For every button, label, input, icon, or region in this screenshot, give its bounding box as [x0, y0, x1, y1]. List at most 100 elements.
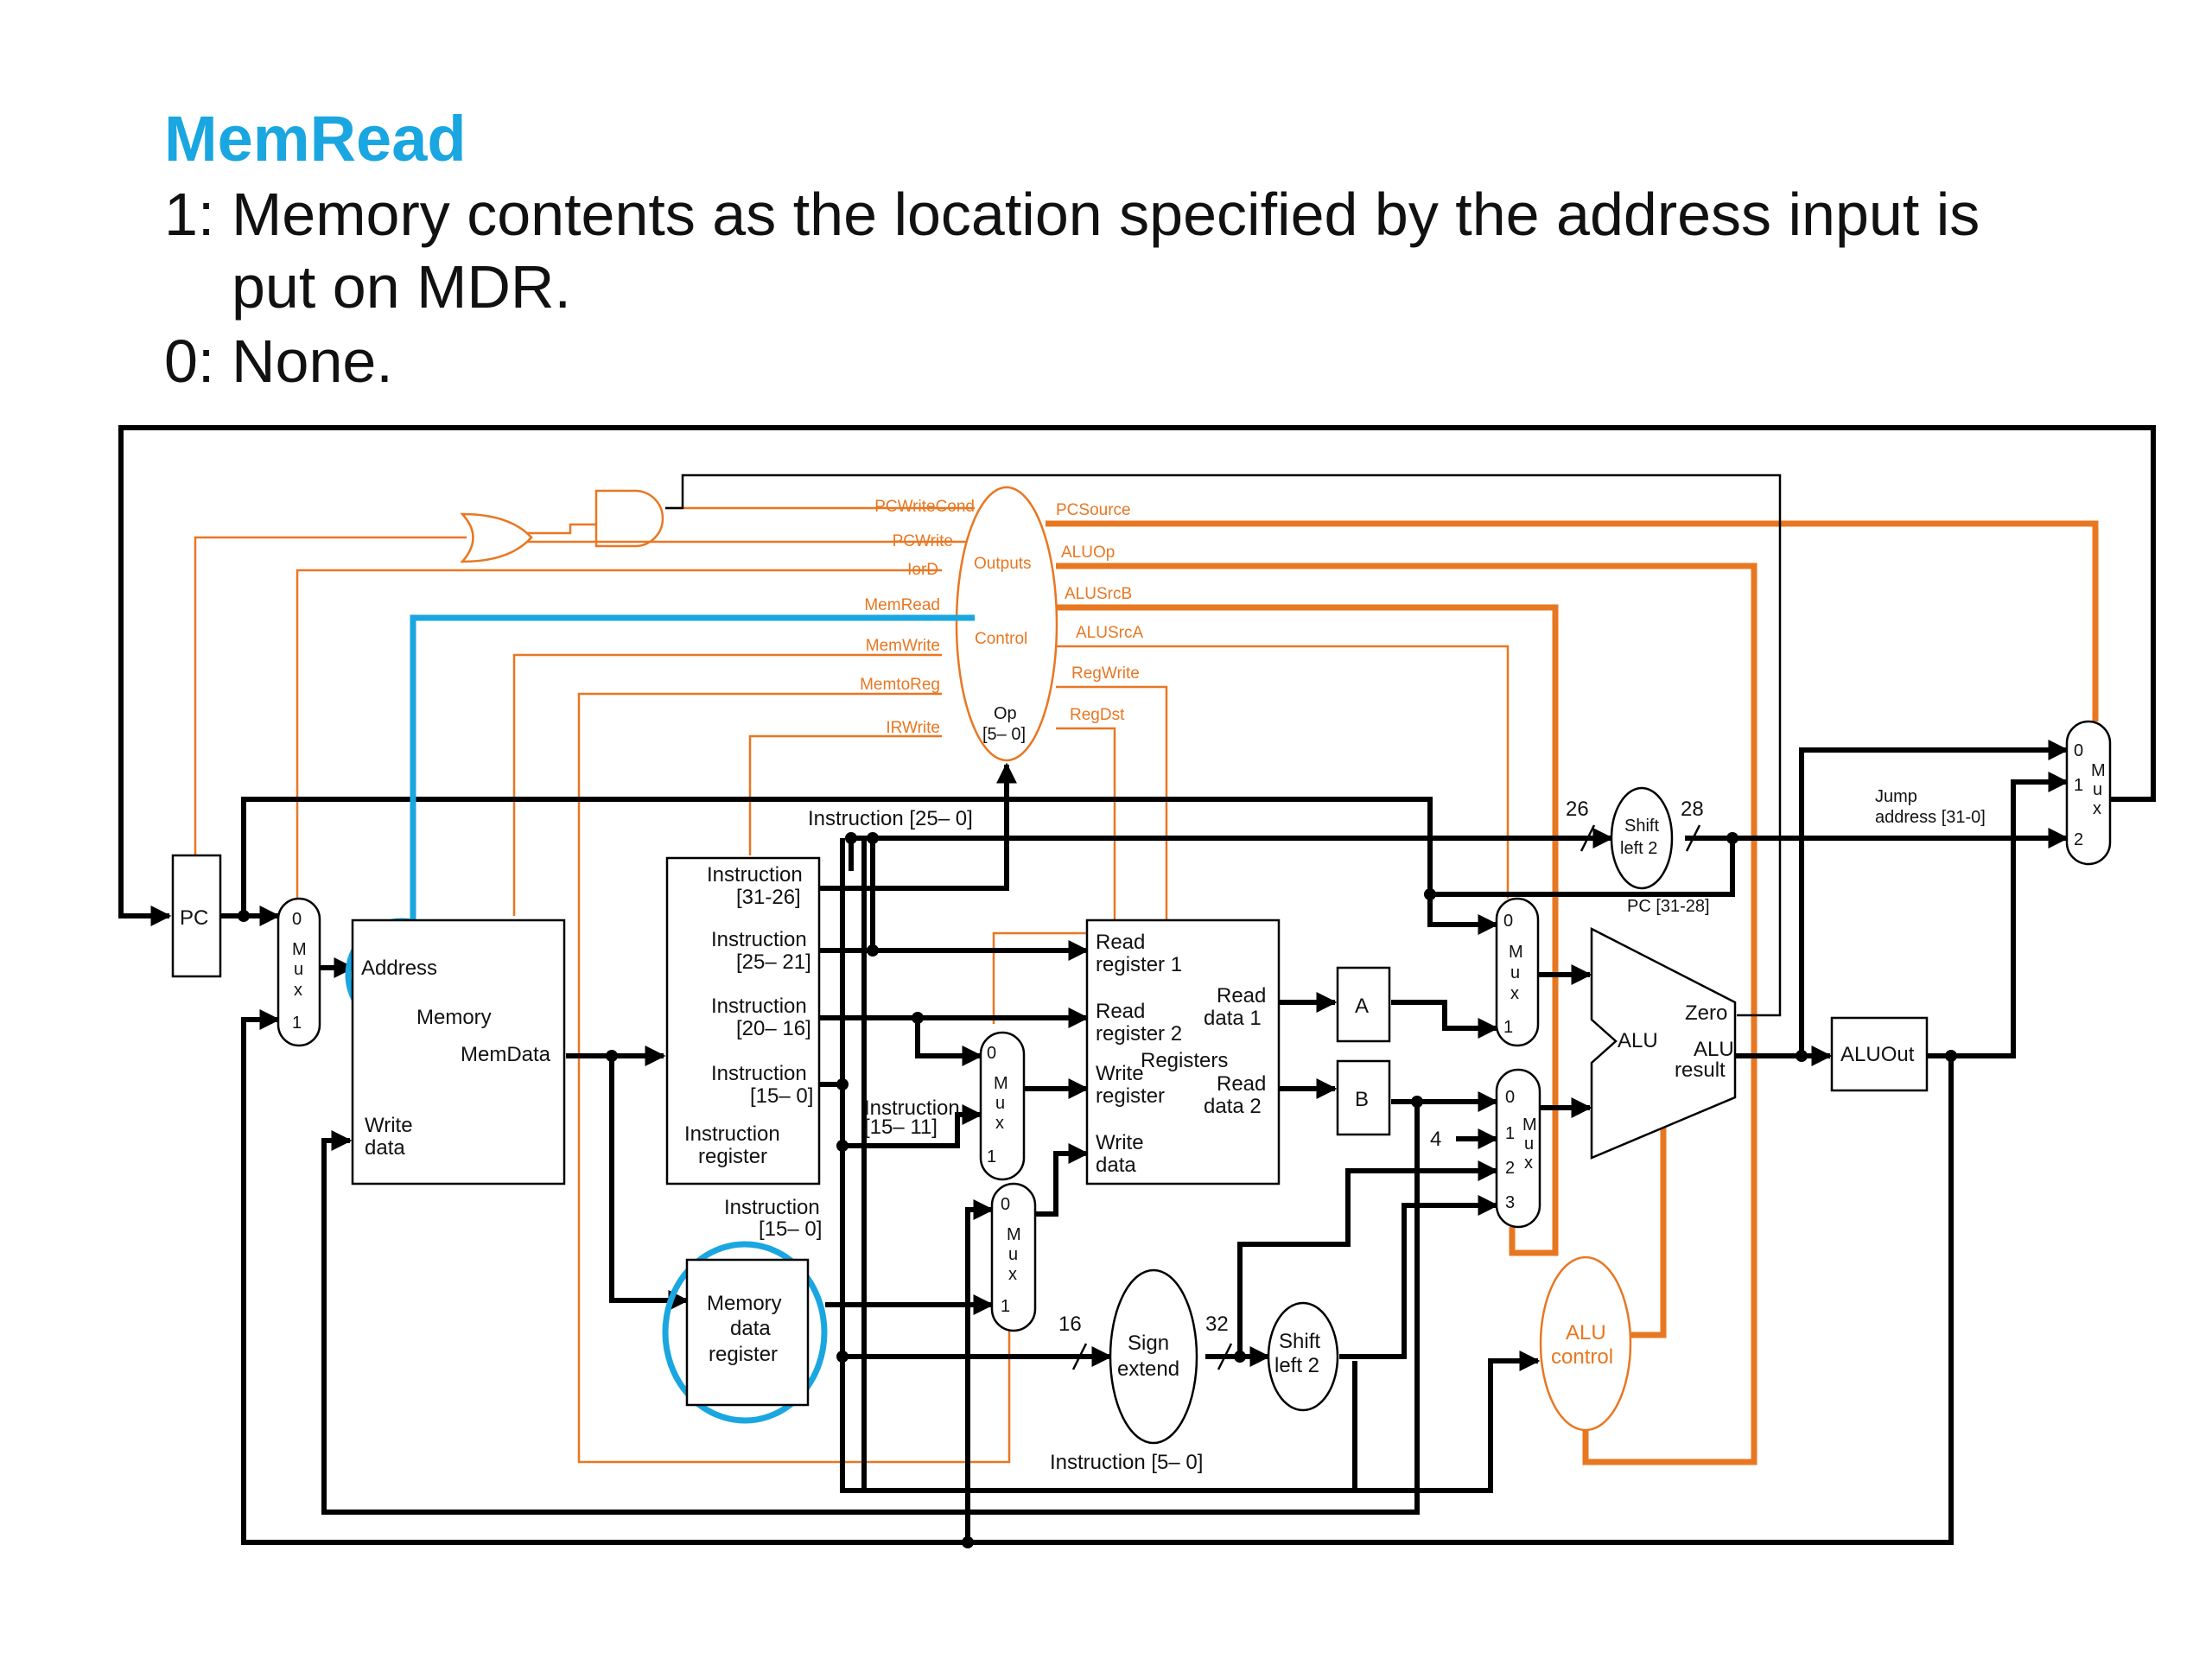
svg-text:data: data	[1096, 1154, 1136, 1177]
branch-logic-gates	[460, 474, 1782, 1017]
signal-memtoreg: MemtoReg	[860, 676, 940, 694]
svg-text:32: 32	[1205, 1313, 1229, 1336]
svg-text:2: 2	[1505, 1159, 1515, 1178]
bullet-text-line: Memory contents as the location specifie…	[232, 181, 1980, 248]
svg-text:0: 0	[1505, 1088, 1515, 1107]
svg-text:26: 26	[1566, 798, 1589, 821]
svg-text:1: 1	[1505, 1124, 1515, 1143]
svg-text:data 1: data 1	[1204, 1007, 1262, 1030]
signal-pcwritecond: PCWriteCond	[874, 498, 975, 516]
svg-text:ALU: ALU	[1566, 1321, 1606, 1344]
address-label: Address	[361, 957, 437, 980]
svg-text:[15– 11]: [15– 11]	[864, 1116, 938, 1139]
svg-text:x: x	[2093, 799, 2101, 818]
memdata-label: MemData	[461, 1043, 551, 1066]
svg-text:data: data	[365, 1136, 405, 1160]
signal-iord: IorD	[907, 561, 938, 579]
svg-text:M: M	[1522, 1116, 1537, 1135]
register-b: B	[1336, 1059, 1391, 1136]
signal-alusrcb: ALUSrcB	[1065, 585, 1132, 603]
svg-text:x: x	[1524, 1154, 1533, 1173]
mux-memtoreg: 0 M u x 1	[990, 1182, 1037, 1332]
mux-alusrca: 0 M u x 1	[1495, 897, 1540, 1047]
svg-text:ALUOut: ALUOut	[1840, 1043, 1915, 1066]
svg-text:x: x	[995, 1114, 1004, 1133]
slide-title: MemRead	[164, 103, 467, 175]
svg-text:B: B	[1355, 1088, 1369, 1111]
svg-text:1: 1	[1503, 1018, 1513, 1037]
signal-pcsource: PCSource	[1056, 501, 1131, 519]
signal-irwrite: IRWrite	[886, 719, 940, 737]
signal-regwrite: RegWrite	[1071, 664, 1140, 683]
svg-text:Write: Write	[365, 1114, 413, 1137]
svg-text:Instruction: Instruction	[724, 1196, 820, 1219]
svg-text:Shift: Shift	[1624, 817, 1659, 836]
svg-text:Instruction: Instruction	[711, 1062, 807, 1085]
bullet-text-line: put on MDR.	[232, 253, 571, 321]
zero-to-and-wire	[665, 474, 1782, 1017]
register-a: A	[1336, 966, 1391, 1043]
memory-unit: Address Memory MemData Write data	[351, 918, 566, 1185]
svg-text:Write: Write	[1096, 1131, 1144, 1154]
alu-control: ALU control	[1539, 1255, 1632, 1432]
svg-text:left 2: left 2	[1620, 839, 1657, 858]
instruction-register: Instruction [31-26] Instruction [25– 21]…	[665, 856, 821, 1185]
svg-text:[15– 0]: [15– 0]	[759, 1217, 822, 1241]
svg-text:1: 1	[1001, 1297, 1010, 1316]
svg-text:left 2: left 2	[1274, 1354, 1319, 1377]
constant-four: 4	[1430, 1128, 1441, 1151]
svg-text:Instruction: Instruction	[711, 995, 807, 1018]
svg-text:x: x	[294, 981, 302, 1000]
svg-text:0: 0	[1001, 1195, 1010, 1214]
svg-text:x: x	[1008, 1265, 1017, 1284]
svg-text:u: u	[995, 1094, 1005, 1113]
svg-text:data 2: data 2	[1204, 1095, 1262, 1118]
svg-text:3: 3	[1505, 1193, 1515, 1212]
svg-text:0: 0	[292, 910, 302, 929]
signal-regdst: RegDst	[1070, 706, 1125, 724]
control-unit: Outputs Control Op [5– 0]	[955, 486, 1058, 762]
control-wires	[194, 506, 2099, 1465]
svg-text:16: 16	[1058, 1313, 1082, 1336]
svg-text:Read: Read	[1096, 931, 1145, 954]
svg-text:PC [31-28]: PC [31-28]	[1627, 897, 1710, 916]
svg-text:register: register	[1096, 1084, 1165, 1108]
or-gate	[460, 512, 533, 563]
shift-left-2-branch: Shift left 2	[1267, 1301, 1339, 1412]
register-file: Read register 1 Read register 2 Write re…	[1085, 918, 1281, 1185]
svg-text:Zero: Zero	[1685, 1001, 1727, 1025]
mux-iord: 0 M u x 1	[276, 897, 321, 1047]
memory-data-register: Memory data register	[685, 1258, 810, 1407]
svg-text:x: x	[1510, 984, 1519, 1003]
svg-text:1: 1	[292, 1014, 302, 1033]
svg-text:Instruction [5– 0]: Instruction [5– 0]	[1050, 1451, 1203, 1474]
svg-text:1: 1	[987, 1147, 996, 1166]
svg-text:A: A	[1355, 995, 1369, 1018]
svg-text:M: M	[994, 1074, 1008, 1093]
svg-text:address [31-0]: address [31-0]	[1875, 808, 1986, 827]
svg-text:Read: Read	[1217, 1072, 1266, 1096]
svg-text:Registers: Registers	[1141, 1049, 1228, 1072]
aluout-register: ALUOut	[1830, 1016, 1929, 1092]
svg-text:0: 0	[1503, 912, 1513, 931]
signal-memwrite: MemWrite	[866, 637, 940, 655]
svg-text:Instruction: Instruction	[711, 928, 807, 951]
mux-pcsource: 0 1 2 M u x	[2065, 720, 2112, 866]
svg-text:Sign: Sign	[1128, 1332, 1169, 1355]
signal-alusrca: ALUSrcA	[1076, 624, 1143, 642]
sign-extend: Sign extend	[1109, 1268, 1198, 1445]
svg-text:0: 0	[987, 1044, 996, 1063]
svg-text:28: 28	[1681, 798, 1704, 821]
svg-text:u: u	[1008, 1245, 1018, 1264]
svg-text:register 2: register 2	[1096, 1022, 1182, 1046]
svg-text:Instruction: Instruction	[707, 863, 803, 887]
memory-label: Memory	[416, 1006, 492, 1029]
signal-pcwrite: PCWrite	[893, 532, 953, 550]
svg-text:Shift: Shift	[1279, 1330, 1320, 1353]
mux-regdst: 0 M u x 1	[979, 1031, 1026, 1181]
svg-text:result: result	[1675, 1058, 1726, 1082]
svg-text:data: data	[730, 1317, 771, 1340]
svg-text:Jump: Jump	[1875, 787, 1917, 806]
signal-aluop: ALUOp	[1061, 543, 1115, 562]
